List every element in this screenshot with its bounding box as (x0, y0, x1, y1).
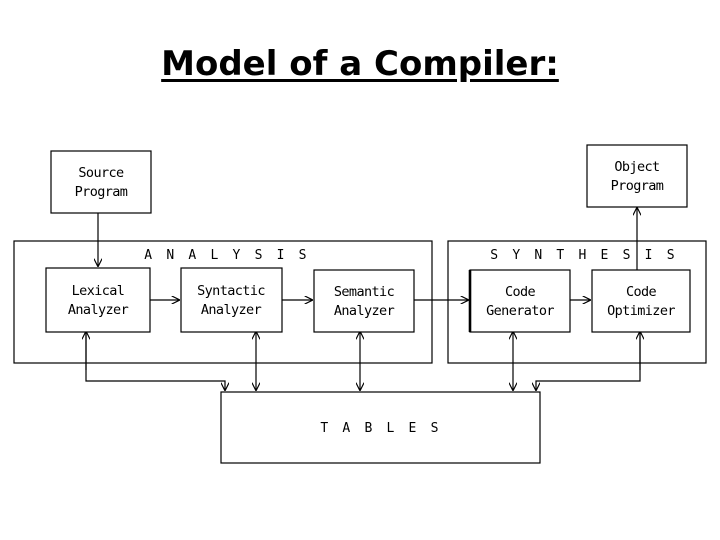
syntactic-analyzer-label-line1: Syntactic (197, 283, 265, 299)
code-generator-label-line2: Generator (486, 303, 554, 319)
syntactic-analyzer-border (180, 267, 283, 333)
code-optimizer-border (591, 269, 691, 333)
source-program-label-line1: Source (78, 165, 124, 181)
object-program-label-line2: Program (611, 178, 664, 194)
synthesis-group-border (447, 240, 707, 364)
analysis-group: A N A L Y S I S (13, 240, 433, 364)
box-code-generator: Code Generator (468, 269, 571, 333)
semantic-analyzer-label-line1: Semantic (334, 284, 394, 300)
object-program-border (586, 144, 688, 208)
analysis-group-border (13, 240, 433, 364)
box-semantic-analyzer: Semantic Analyzer (313, 269, 415, 333)
box-object-program: Object Program (586, 144, 688, 208)
semantic-analyzer-label-line2: Analyzer (334, 303, 395, 319)
lexical-analyzer-border (45, 267, 151, 333)
synthesis-group: S Y N T H E S I S (447, 240, 707, 364)
code-generator-label-line1: Code (505, 284, 536, 300)
box-syntactic-analyzer: Syntactic Analyzer (180, 267, 283, 333)
source-program-border (50, 150, 152, 214)
box-lexical-analyzer: Lexical Analyzer (45, 267, 151, 333)
tables-label: T A B L E S (320, 421, 441, 436)
code-optimizer-label-line1: Code (626, 284, 657, 300)
box-code-optimizer: Code Optimizer (591, 269, 691, 333)
box-tables: T A B L E S (220, 391, 541, 464)
synthesis-group-label: S Y N T H E S I S (490, 248, 677, 263)
box-source-program: Source Program (50, 150, 152, 214)
tables-border (220, 391, 541, 464)
code-optimizer-label-line2: Optimizer (607, 303, 675, 319)
source-program-label-line2: Program (75, 184, 128, 200)
connector-codeopt-to-tables (536, 332, 641, 390)
connector-lexical-to-tables (85, 332, 225, 390)
code-generator-border (469, 269, 571, 333)
object-program-label-line1: Object (614, 159, 659, 175)
syntactic-analyzer-label-line2: Analyzer (201, 302, 262, 318)
page-title: Model of a Compiler: (161, 44, 559, 84)
analysis-group-label: A N A L Y S I S (144, 248, 309, 263)
lexical-analyzer-label-line1: Lexical (72, 283, 125, 299)
semantic-analyzer-border (313, 269, 415, 333)
lexical-analyzer-label-line2: Analyzer (68, 302, 129, 318)
